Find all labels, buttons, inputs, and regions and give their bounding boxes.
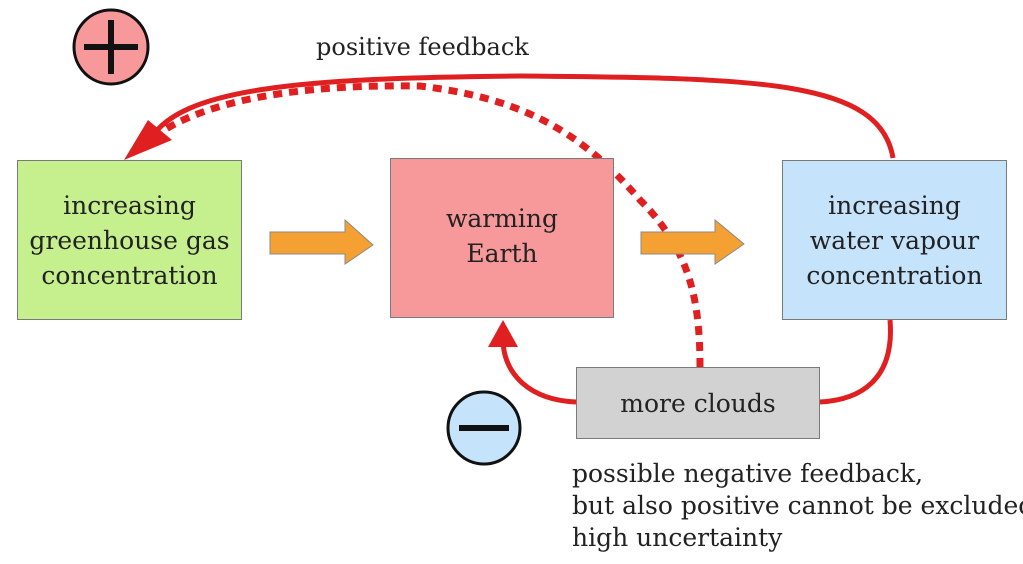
water-line-3: concentration <box>806 260 983 290</box>
note-line-3: high uncertainty <box>572 523 783 552</box>
earth-line-1: warming <box>445 204 559 233</box>
positive-feedback-arrow <box>147 73 896 159</box>
flow-arrow-ghg-to-earth <box>269 218 374 265</box>
warming-earth-box: warming Earth <box>390 158 614 318</box>
greenhouse-line-1: increasing <box>63 190 196 220</box>
more-clouds-box: more clouds <box>576 367 820 439</box>
negative-feedback-note: possible negative feedback, but also pos… <box>572 458 1023 554</box>
positive-feedback-arrowhead <box>124 120 172 160</box>
uncertain-feedback-path <box>147 82 704 368</box>
greenhouse-line-2: greenhouse gas <box>29 225 230 255</box>
water-line-2: water vapour <box>809 225 980 255</box>
water-line-1: increasing <box>828 190 961 220</box>
plus-sign-icon <box>72 8 150 86</box>
water-vapour-box: increasing water vapour concentration <box>782 160 1007 320</box>
note-line-2: but also positive cannot be excluded <box>572 491 1023 520</box>
negative-feedback-arrow <box>500 341 577 405</box>
greenhouse-gas-box: increasing greenhouse gas concentration <box>17 160 242 320</box>
earth-line-2: Earth <box>466 239 538 268</box>
positive-feedback-label: positive feedback <box>316 33 529 61</box>
minus-sign-icon <box>446 390 522 466</box>
water-to-clouds-path <box>819 319 893 405</box>
flow-arrow-earth-to-water <box>640 218 745 265</box>
note-line-1: possible negative feedback, <box>572 459 924 488</box>
clouds-label: more clouds <box>620 388 776 418</box>
greenhouse-line-3: concentration <box>41 260 218 290</box>
negative-feedback-arrowhead <box>488 320 518 347</box>
